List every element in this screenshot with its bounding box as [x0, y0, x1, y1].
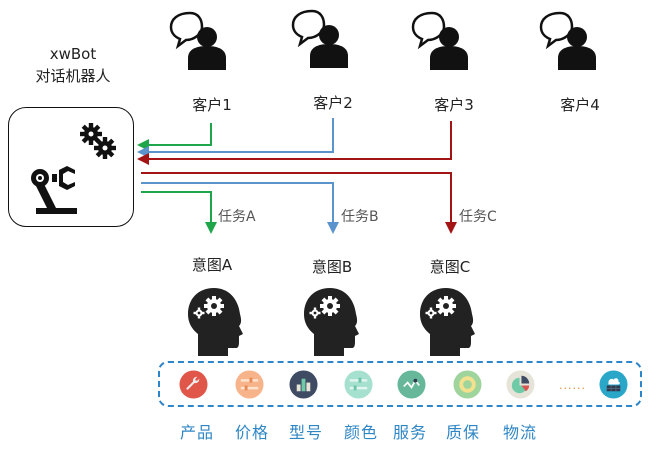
more-categories-ellipsis: ......: [559, 379, 586, 392]
category-label-price: 价格: [235, 423, 270, 442]
bot-box: [8, 107, 134, 227]
intent-b-label: 意图B: [311, 258, 353, 276]
bot-title: xwBot 对话机器人: [28, 43, 118, 87]
customer2-to-bot-line: [137, 118, 334, 158]
bar-chart-icon: [289, 370, 318, 399]
task-c-label: 任务C: [459, 209, 497, 225]
category-label-color: 颜色: [344, 423, 379, 442]
customer-2-label: 客户2: [313, 94, 353, 112]
task-c-line: [141, 172, 457, 234]
category-label-logistics: 物流: [503, 423, 538, 442]
head-gears-icon: [188, 288, 243, 356]
trend-line-icon: [397, 370, 426, 399]
category-label-product: 产品: [180, 423, 215, 442]
person-speech-bubble-icon: [539, 11, 596, 70]
wrench-icon: [179, 370, 208, 399]
task-b-line: [141, 182, 339, 234]
bot-name: xwBot: [49, 45, 97, 63]
task-b-label: 任务B: [341, 209, 379, 225]
customer-4-label: 客户4: [560, 96, 600, 114]
intent-c-label: 意图C: [429, 258, 471, 276]
cloud-server-icon: [599, 370, 628, 399]
robot-arm-gears-icon: [31, 123, 116, 214]
bot-subtitle: 对话机器人: [35, 67, 111, 85]
person-speech-bubble-icon: [169, 11, 226, 70]
sliders-icon: [235, 370, 264, 399]
customer1-to-bot-line: [137, 123, 212, 151]
head-gears-icon: [304, 288, 359, 356]
customer-1-label: 客户1: [192, 96, 232, 114]
category-label-model: 型号: [289, 423, 324, 442]
task-a-line: [141, 191, 217, 234]
category-label-warranty: 质保: [446, 423, 481, 442]
customer3-to-bot-line: [137, 121, 452, 165]
sliders-icon: [344, 370, 373, 399]
task-a-label: 任务A: [218, 209, 256, 225]
category-container: [158, 361, 642, 407]
head-gears-icon: [420, 288, 475, 356]
pie-chart-icon: [506, 370, 535, 399]
person-speech-bubble-icon: [411, 11, 468, 70]
gear-icon: [453, 370, 482, 399]
intent-a-label: 意图A: [191, 256, 233, 274]
person-speech-bubble-icon: [291, 9, 348, 68]
customer-3-label: 客户3: [434, 96, 474, 114]
category-label-service: 服务: [393, 423, 428, 442]
